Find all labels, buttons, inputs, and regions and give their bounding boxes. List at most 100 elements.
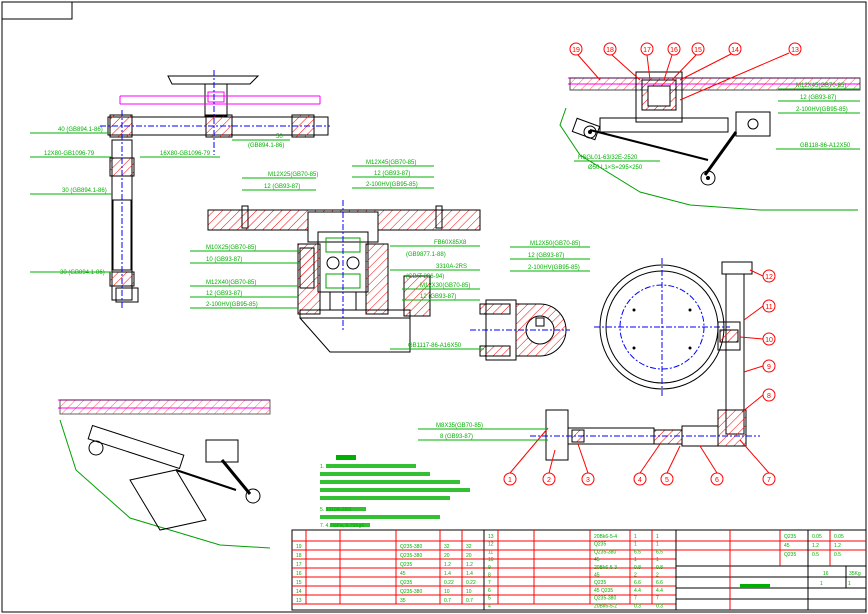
view-center-section bbox=[207, 200, 570, 361]
bom-cell: 2 bbox=[634, 573, 637, 579]
label-c-m12x30: M12X30(GB70-85) bbox=[420, 283, 470, 289]
bom-cell: 0.8 bbox=[634, 565, 641, 571]
bom-cell: 20 bbox=[444, 553, 450, 559]
view-bottom-left bbox=[58, 399, 271, 549]
callout-18: 18 bbox=[603, 42, 641, 81]
bom-cell: 20Bk6-5-2 bbox=[594, 603, 617, 609]
label-c-12e: 12 (GB93-87) bbox=[528, 253, 564, 259]
bom-cell: 0.05 bbox=[834, 534, 844, 540]
bom-cell: 0.5 bbox=[812, 552, 819, 558]
label-left-50b: (GB894.1-86) bbox=[248, 143, 284, 149]
label-r-12: 12 (GB93-87) bbox=[800, 95, 836, 101]
bom-cell: 7 bbox=[488, 580, 491, 586]
tb-weight: 35Kg bbox=[849, 571, 861, 577]
callout-7: 7 bbox=[739, 439, 776, 486]
bom-cell: 16 bbox=[296, 571, 302, 577]
label-r-gb118: GB118-86-A12X50 bbox=[800, 143, 851, 149]
bom-cell: 1.2 bbox=[812, 543, 819, 549]
bom-cell: 4 bbox=[488, 603, 491, 609]
label-c-12d: 12 (GB93-87) bbox=[420, 294, 456, 300]
bom-cell: 1 bbox=[656, 542, 659, 548]
bom-cell: Q235 bbox=[400, 562, 412, 568]
label-r-hsg: HSGL01-63/32E-2520 bbox=[578, 155, 638, 161]
bom-cell: Q235 bbox=[594, 542, 606, 548]
bom-cell: 6 bbox=[488, 588, 491, 594]
bom-cell: Q235-380 bbox=[400, 553, 422, 559]
bom-cell: Q235-380 bbox=[400, 589, 422, 595]
tb-scale-b: 1 bbox=[848, 581, 851, 587]
svg-text:3: 3 bbox=[586, 477, 590, 484]
bom-cell: 1 bbox=[634, 542, 637, 548]
bom-cell: 18 bbox=[296, 553, 302, 559]
callout-17: 17 bbox=[640, 42, 654, 81]
bom-cell: 7 bbox=[634, 596, 637, 602]
callout-11: 11 bbox=[743, 299, 776, 321]
bom-cell: Q235 bbox=[594, 580, 606, 586]
tb-scale: 1 bbox=[820, 581, 823, 587]
bom-cell: 10 bbox=[466, 589, 472, 595]
label-c-m12x25: M12X25(GB70-85) bbox=[268, 172, 318, 178]
bom-cell: 10 bbox=[488, 557, 494, 563]
bom-cell: 1.2 bbox=[834, 543, 841, 549]
bom-cell: 0.05 bbox=[812, 534, 822, 540]
svg-text:10: 10 bbox=[765, 337, 773, 344]
bom-cell: 1.2 bbox=[444, 562, 451, 568]
callout-6: 6 bbox=[699, 445, 724, 486]
callout-16: 16 bbox=[663, 42, 681, 81]
bom-cell: Q235-380 bbox=[594, 596, 616, 602]
bom-cell: 1 bbox=[656, 557, 659, 563]
label-b-8: 8 (GB93-87) bbox=[440, 434, 473, 440]
label-c-gb9877: (GB9877.1-88) bbox=[406, 252, 446, 258]
callout-10: 10 bbox=[739, 332, 776, 346]
svg-text:2: 2 bbox=[547, 477, 551, 484]
bom-cell: Q235 bbox=[784, 552, 796, 558]
bom-cell: 4.4 bbox=[656, 588, 663, 594]
bom-cell: Q235 bbox=[784, 534, 796, 540]
label-c-12: 12 (GB93-87) bbox=[264, 184, 300, 190]
bom-cell: 20 bbox=[466, 553, 472, 559]
note-1: 1. bbox=[320, 464, 324, 470]
bom-cell: 0.7 bbox=[466, 598, 473, 604]
label-c-200hv3: 2-100HV(GB95-85) bbox=[528, 265, 580, 271]
bom-cell: 0.3 bbox=[634, 603, 641, 609]
label-c-12b: 12 (GB93-87) bbox=[374, 171, 410, 177]
svg-text:4: 4 bbox=[638, 477, 642, 484]
svg-text:16: 16 bbox=[670, 47, 678, 54]
bom-cell: 6.6 bbox=[656, 580, 663, 586]
bom-cell: 0.5 bbox=[834, 552, 841, 558]
callouts: 1 2 3 4 5 6 7 8 9 10 11 12 13 14 15 16 1… bbox=[503, 42, 802, 486]
label-c-m10x25: M10X25(GB70-85) bbox=[206, 245, 256, 251]
bom-cell: 8 bbox=[488, 573, 491, 579]
svg-text:19: 19 bbox=[572, 47, 580, 54]
bom-cell: 0.22 bbox=[466, 580, 476, 586]
callout-9: 9 bbox=[743, 359, 776, 373]
bom-cell: 6.6 bbox=[634, 580, 641, 586]
label-left-40: 40 (GB894.1-86) bbox=[58, 127, 103, 133]
label-c-200hv2: 2-100HV(GB95-85) bbox=[206, 302, 258, 308]
label-c-gb1117: GB1117-86-A16X50 bbox=[408, 343, 462, 349]
view-bottom-right bbox=[530, 258, 760, 461]
svg-text:8: 8 bbox=[767, 393, 771, 400]
svg-text:12: 12 bbox=[765, 274, 773, 281]
bom-cell: 1.4 bbox=[466, 571, 473, 577]
label-c-3310: 3310A-2RS bbox=[436, 264, 467, 270]
bom-cell: 32 bbox=[466, 544, 472, 550]
callout-4: 4 bbox=[633, 443, 661, 486]
bom-cell: 45 Q235 bbox=[594, 588, 613, 594]
bom-cell: 10 bbox=[444, 589, 450, 595]
label-c-m12x40: M12X40(GB70-85) bbox=[206, 280, 256, 286]
bom-cell: 19 bbox=[296, 544, 302, 550]
bom-cell: 1 bbox=[634, 534, 637, 540]
label-r-m12x45: M12X45(GB70-85) bbox=[796, 83, 846, 89]
bom-cell: 13 bbox=[296, 598, 302, 604]
label-c-gbt296: (GB/T 296-94) bbox=[406, 274, 444, 280]
bom-cell: 9 bbox=[488, 565, 491, 571]
label-b-m8x35: M8X35(GB70-85) bbox=[436, 423, 483, 429]
bom-cell: 11 bbox=[488, 549, 493, 555]
bom-cell: 32 bbox=[444, 544, 450, 550]
bom-cell: 4.4 bbox=[634, 588, 641, 594]
